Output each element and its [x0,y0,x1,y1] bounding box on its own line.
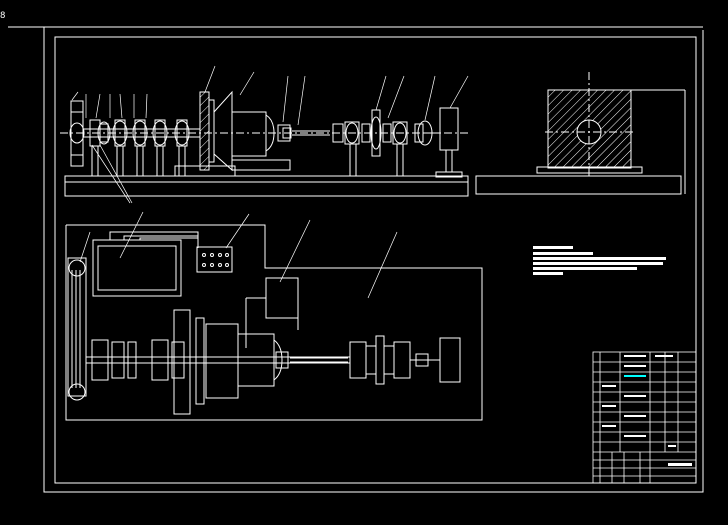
corner-mark: 8 [0,11,6,21]
sheet-border [8,26,704,493]
coupling-group-left [89,119,190,147]
technical-notes [533,246,666,275]
top-elevation-view [60,65,470,204]
panel-knobs [202,253,229,267]
section-view [475,72,686,195]
title-block-text-blocks [602,355,692,466]
schematic-view [65,211,483,421]
title-block [592,351,697,484]
part-leaders [71,65,469,204]
